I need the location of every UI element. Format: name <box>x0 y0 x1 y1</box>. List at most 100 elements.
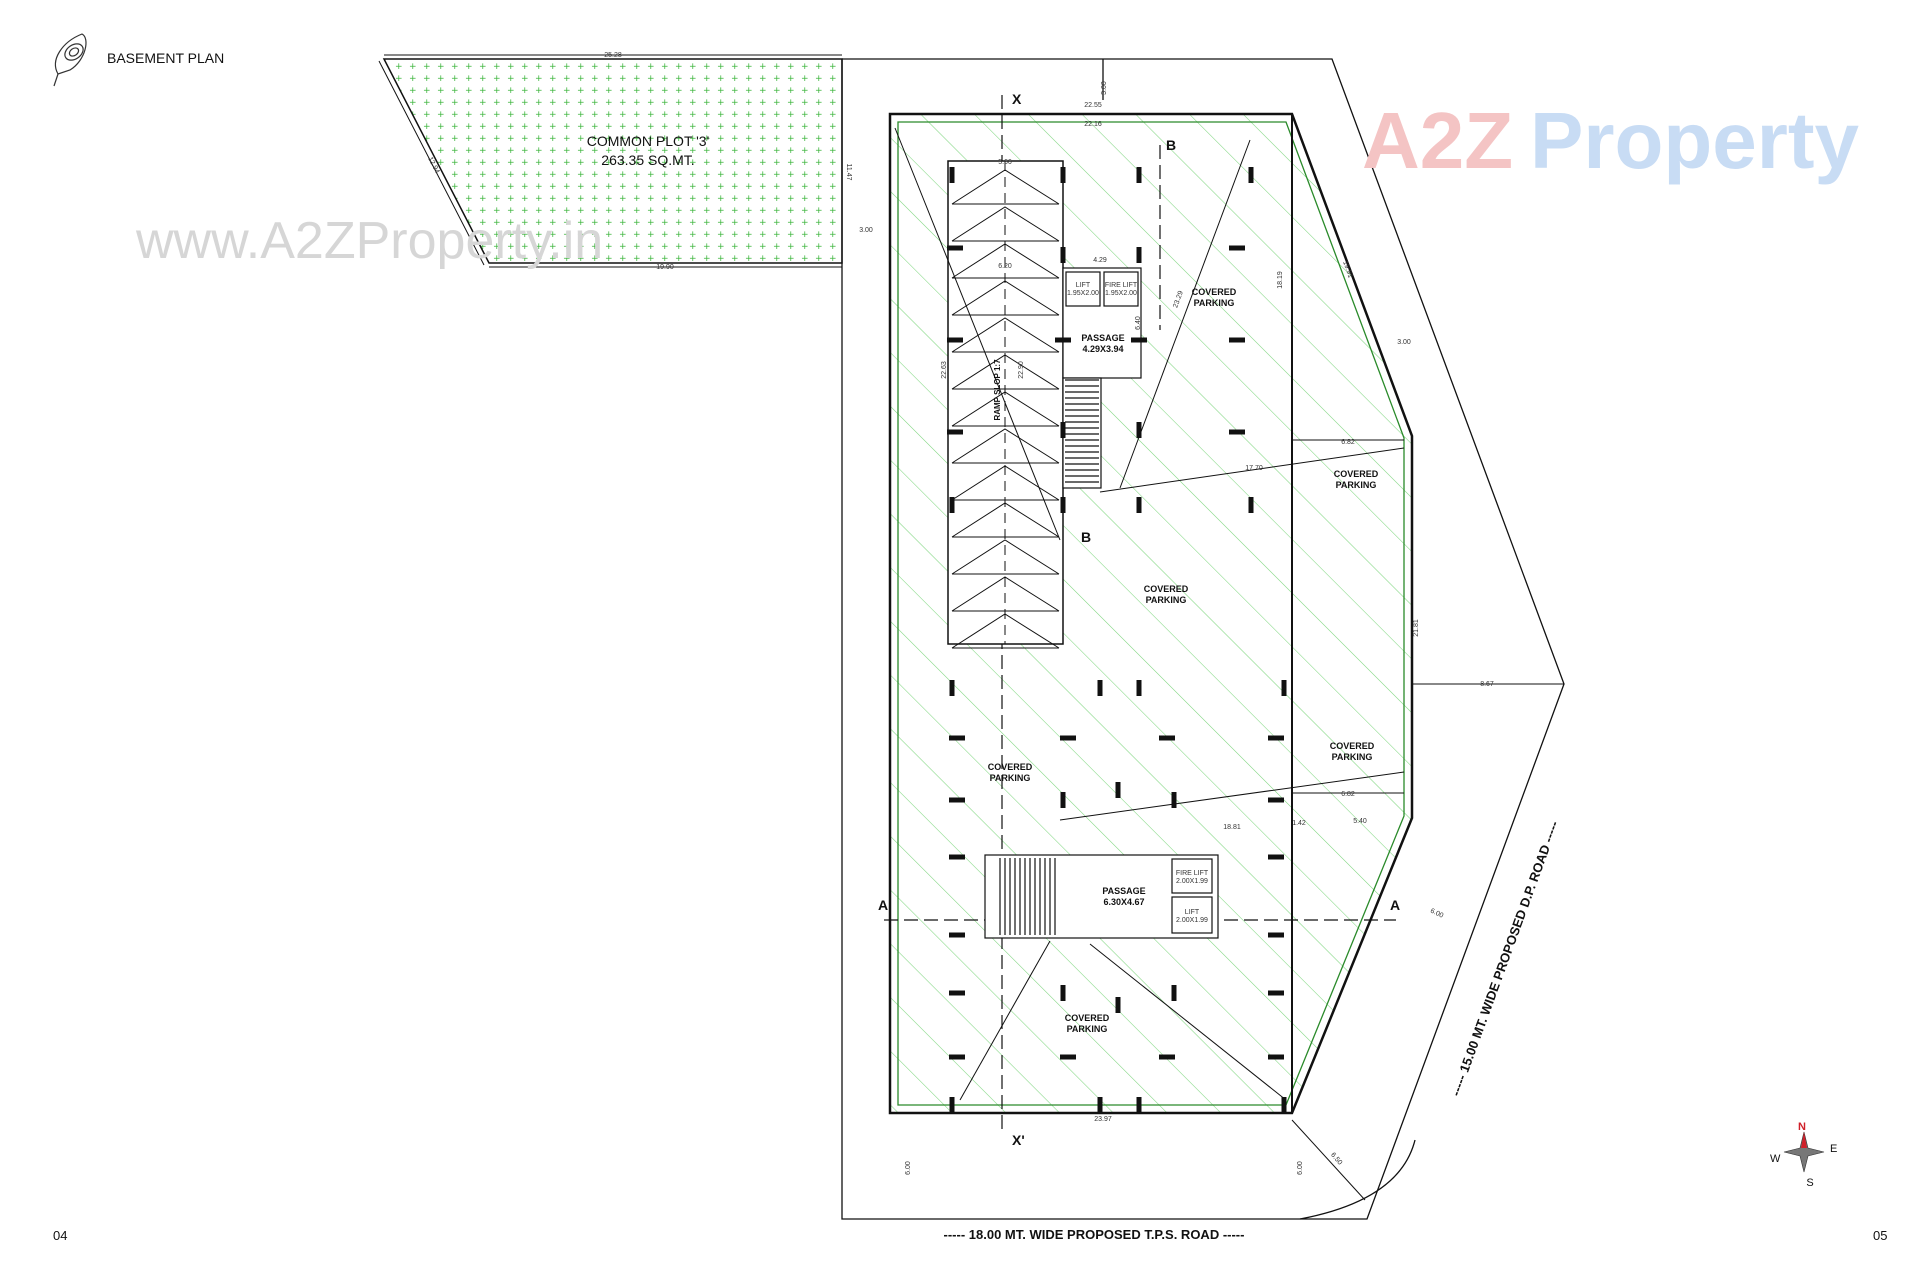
dimension-label: 3.00 <box>1397 339 1411 346</box>
column <box>1131 337 1147 343</box>
lift-size: 2.00X1.99 <box>1176 917 1208 924</box>
column <box>1268 1054 1284 1060</box>
parking-label: PARKING <box>1194 298 1235 308</box>
dimension-label: 22.55 <box>1084 102 1102 109</box>
ramp-chevron <box>951 539 1060 575</box>
dimension-label: 6.20 <box>998 263 1012 270</box>
parking-label: PARKING <box>1336 480 1377 490</box>
dimension-label: 21.81 <box>1413 619 1420 637</box>
common-plot <box>378 54 843 268</box>
column <box>949 167 955 183</box>
column <box>949 1054 965 1060</box>
column <box>1136 680 1142 696</box>
column <box>1060 1054 1076 1060</box>
column <box>1281 680 1287 696</box>
compass-icon <box>1783 1131 1825 1173</box>
site-boundary <box>841 58 1565 1220</box>
dimension-label: 6.82 <box>1341 439 1355 446</box>
column <box>1159 735 1175 741</box>
parking-label: PARKING <box>990 773 1031 783</box>
column <box>1171 985 1177 1001</box>
parking-labels: COVERED PARKING COVERED PARKING COVERED … <box>988 287 1379 1034</box>
dimension-label: 22.63 <box>941 361 948 379</box>
column <box>1115 997 1121 1013</box>
compass-e: E <box>1830 1143 1837 1155</box>
passage-bottom-size: 6.30X4.67 <box>1103 897 1144 907</box>
column <box>1229 337 1245 343</box>
page-title: BASEMENT PLAN <box>107 50 224 66</box>
dimension-label: 5.40 <box>1353 818 1367 825</box>
fire-lift-size: 2.00X1.99 <box>1176 878 1208 885</box>
column <box>1268 854 1284 860</box>
column <box>1060 792 1066 808</box>
compass-s: S <box>1806 1177 1813 1189</box>
passage-top-name: PASSAGE <box>1081 333 1124 343</box>
column <box>949 680 955 696</box>
column <box>1060 985 1066 1001</box>
dimension-label: 6.50 <box>1329 1152 1343 1167</box>
dimension-label: 18.81 <box>1223 824 1241 831</box>
column <box>947 429 963 435</box>
column <box>949 932 965 938</box>
section-marks: X X' B B A A <box>878 91 1400 1148</box>
column <box>1060 497 1066 513</box>
building-footprint <box>884 95 1564 1135</box>
compass-w: W <box>1770 1153 1781 1165</box>
compass-n: N <box>1798 1121 1806 1133</box>
column <box>1136 167 1142 183</box>
section-mark-a: A <box>878 897 888 913</box>
column <box>1060 735 1076 741</box>
column <box>1159 1054 1175 1060</box>
dimension-label: 11.47 <box>845 164 852 181</box>
dimension-label: 3.00 <box>1101 81 1108 95</box>
column <box>1171 792 1177 808</box>
fire-lift-label: FIRE LIFT <box>1176 870 1209 877</box>
column <box>949 1097 955 1113</box>
fire-lift-size: 1.95X2.00 <box>1105 290 1137 297</box>
road-right-label: ----- 15.00 MT. WIDE PROPOSED D.P. ROAD … <box>1448 819 1562 1098</box>
column <box>1268 932 1284 938</box>
fire-lift-label: FIRE LIFT <box>1105 282 1138 289</box>
parking-label: COVERED <box>1334 469 1379 479</box>
dimension-label: 1.42 <box>1292 820 1306 827</box>
column <box>949 854 965 860</box>
column <box>949 990 965 996</box>
dimension-label: 8.67 <box>1480 681 1494 688</box>
parking-label: COVERED <box>1065 1013 1110 1023</box>
dimension-label: 6.00 <box>1429 908 1444 920</box>
column <box>1055 337 1071 343</box>
column <box>1248 497 1254 513</box>
common-plot-area: 263.35 SQ.MT. <box>601 152 694 168</box>
dimension-label: 19.90 <box>656 264 674 271</box>
column <box>1268 797 1284 803</box>
dimension-label: 22.90 <box>1018 361 1025 379</box>
dimension-label: 18.19 <box>1277 271 1284 289</box>
dimension-label: 6.00 <box>1297 1161 1304 1175</box>
lift-size: 1.95X2.00 <box>1067 290 1099 297</box>
dimension-label: 6.82 <box>1341 791 1355 798</box>
column <box>947 337 963 343</box>
dimension-label: 6.00 <box>905 1161 912 1175</box>
column <box>1136 422 1142 438</box>
dimension-label: 23.97 <box>1094 1116 1112 1123</box>
ramp-chevron <box>951 206 1060 242</box>
road-bottom-label: ----- 18.00 MT. WIDE PROPOSED T.P.S. ROA… <box>944 1227 1245 1242</box>
dimension-label: 3.00 <box>859 227 873 234</box>
column <box>1229 429 1245 435</box>
parking-label: PARKING <box>1332 752 1373 762</box>
lift-label: LIFT <box>1076 282 1091 289</box>
dimension-label: 22.16 <box>1084 121 1102 128</box>
column <box>1229 245 1245 251</box>
top-core <box>1062 267 1142 489</box>
column <box>949 497 955 513</box>
passage-top-size: 4.29X3.94 <box>1082 344 1123 354</box>
parking-label: COVERED <box>1330 741 1375 751</box>
dimension-label: 25.28 <box>604 52 622 59</box>
ramp-label: RAMP SLOP 1:7 <box>993 359 1002 421</box>
column <box>1268 735 1284 741</box>
watermark-url: www.A2ZProperty.in <box>135 212 603 270</box>
column <box>949 797 965 803</box>
bottom-core <box>984 854 1219 939</box>
column <box>1060 167 1066 183</box>
